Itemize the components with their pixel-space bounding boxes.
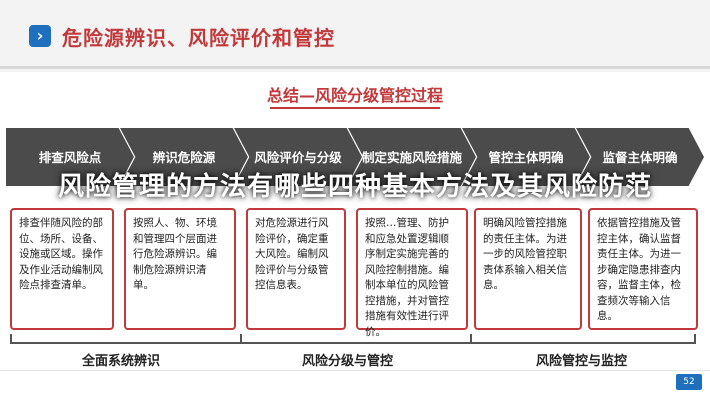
slide-header [0, 0, 710, 72]
group-bracket-line [10, 342, 696, 344]
stage-4: 制定实施风险措施 [348, 128, 476, 186]
group-label-grading: 风险分级与管控 [302, 354, 394, 369]
chevron-right-icon: › [29, 25, 51, 47]
bracket-tick [470, 334, 472, 344]
stage-2-description: 按照人、物、环境和管理四个层面进行危险源辨识。编制危险源辨识清单。 [124, 208, 236, 330]
stage-5: 管控主体明确 [462, 128, 590, 186]
page-number: 52 [676, 374, 702, 390]
stage-5-description: 明确风险管控措施的责任主体。为进一步的风险管控职责体系输入相关信息。 [474, 208, 582, 330]
bracket-tick [694, 334, 696, 344]
stage-1-description: 排查伴随风险的部位、场所、设备、设施或区域。操作及作业活动编制风险点排查清单。 [10, 208, 114, 330]
stage-1: 排查风险点 [6, 128, 134, 186]
stage-6: 监督主体明确 [576, 128, 704, 186]
group-label-monitoring: 风险管控与监控 [536, 354, 628, 369]
subtitle-underline [270, 107, 440, 109]
bracket-tick [240, 334, 242, 344]
overlay-caption: 风险管理的方法有哪些四种基本方法及其风险防范 [57, 172, 652, 202]
page-title: 危险源辨识、风险评价和管控 [62, 26, 335, 50]
section-subtitle: 总结—风险分级管控过程 [266, 86, 443, 105]
footer-divider [0, 370, 710, 371]
bracket-tick [10, 334, 12, 344]
stage-3: 风险评价与分级 [234, 128, 362, 186]
stage-3-description: 对危险源进行风险评价，确定重大风险。编制风险评价与分级管控信息表。 [246, 208, 346, 330]
stage-6-description: 依据管控措施及管控主体，确认监督责任主体。为进一步确定隐患排查内容，监督主体，检… [588, 208, 698, 330]
process-stages: 排查风险点 辨识危险源 风险评价与分级 制定实施风险措施 管控主体明确 监督主体… [6, 128, 706, 186]
stage-4-description: 按照…管理、防护和应急处置逻辑顺序制定实施完善的风险控制措施。编制本单位的风险管… [356, 208, 468, 338]
header-divider [0, 66, 710, 69]
group-label-identification: 全面系统辨识 [82, 354, 161, 369]
stage-2: 辨识危险源 [120, 128, 248, 186]
